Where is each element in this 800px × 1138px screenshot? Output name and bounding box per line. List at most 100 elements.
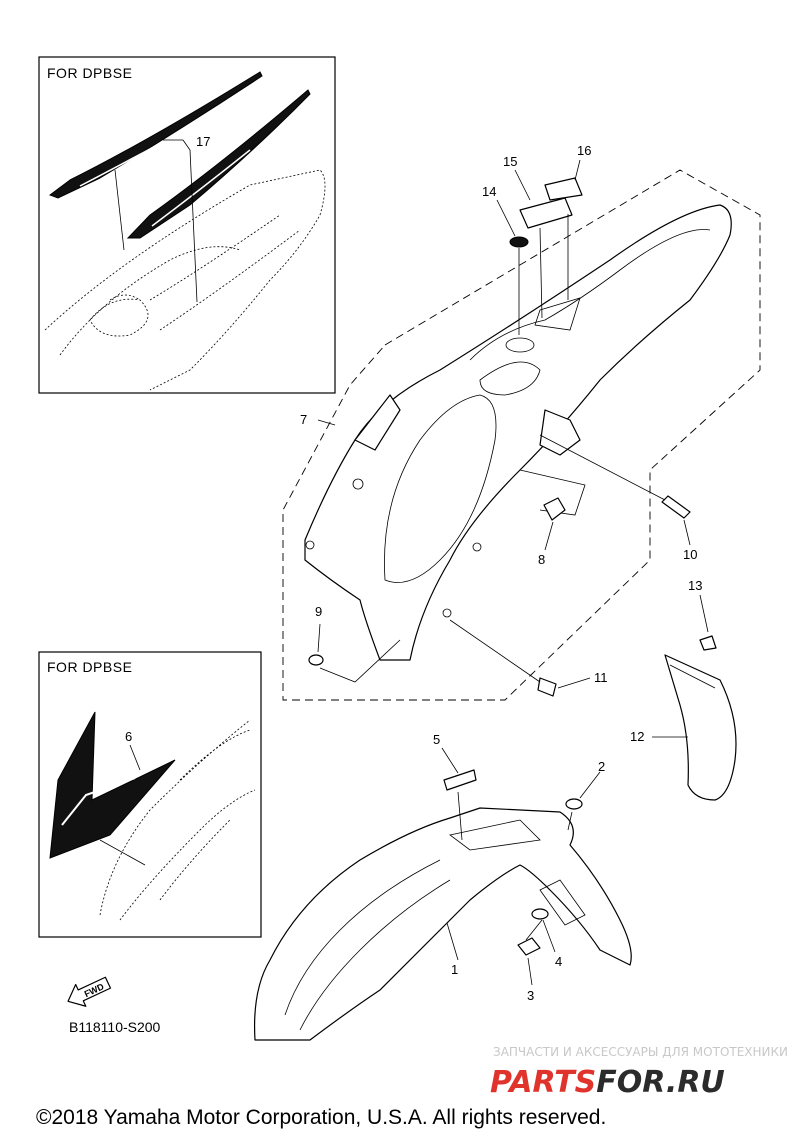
ghost-rear-fender [44, 169, 326, 391]
part-11-bolt: 11 [449, 619, 608, 697]
callout-13: 13 [688, 578, 702, 593]
part-8-nut: 8 [538, 497, 566, 567]
pad-16 [544, 177, 583, 201]
rear-fender-assembly: 7 [282, 169, 761, 701]
inset-title: FOR DPBSE [47, 65, 132, 81]
decal-chevron [49, 711, 176, 859]
callout-11: 11 [594, 670, 608, 685]
front-fender-assembly: 1 [254, 807, 632, 1041]
leader-2 [567, 771, 601, 831]
watermark: ЗАПЧАСТИ И АКСЕССУАРЫ ДЛЯ МОТОТЕХНИКИ PA… [490, 1045, 788, 1100]
watermark-tagline: ЗАПЧАСТИ И АКСЕССУАРЫ ДЛЯ МОТОТЕХНИКИ [493, 1045, 788, 1059]
fender-bracket [539, 409, 581, 456]
fender-rib [299, 879, 451, 1031]
callout-8: 8 [538, 552, 545, 567]
diagram-code: B118110-S200 [69, 1019, 161, 1035]
front-fender-body [254, 807, 632, 1041]
leader-17 [114, 139, 198, 303]
inset-decals-rear: FOR DPBSE 17 [38, 56, 336, 394]
callout-6: 6 [125, 729, 132, 744]
label-icon [443, 769, 477, 791]
part-4-collar: 4 [531, 908, 562, 969]
callout-1: 1 [451, 962, 458, 977]
callout-7: 7 [300, 412, 307, 427]
nut-icon [543, 497, 566, 521]
part-14-emblem: 14 [482, 184, 529, 335]
fwd-arrow-icon [67, 976, 112, 1007]
part-3-bolt: 3 [517, 919, 543, 1003]
callout-3: 3 [527, 988, 534, 1003]
fender-top-edge [469, 229, 711, 361]
collar-icon [308, 654, 324, 666]
callout-17: 17 [196, 134, 210, 149]
rear-fender-body [304, 204, 732, 661]
part-5-label: 5 [433, 732, 477, 841]
screw-icon [699, 635, 717, 651]
mount-hole [472, 542, 482, 552]
part-12-mud-flap: 12 [630, 654, 737, 801]
copyright: ©2018 Yamaha Motor Corporation, U.S.A. A… [36, 1106, 606, 1129]
mount-hole [352, 478, 364, 490]
leader-8 [544, 521, 554, 551]
callout-14: 14 [482, 184, 496, 199]
assembly-boundary [282, 169, 761, 701]
ghost-fender-ribs [149, 214, 301, 331]
callout-12: 12 [630, 729, 644, 744]
fender-tab-left [354, 394, 401, 451]
mud-flap [664, 654, 737, 801]
decal-chevron-stripe [61, 777, 136, 826]
part-10-bolt: 10 [539, 434, 697, 562]
collar-icon [531, 908, 549, 920]
bolt-icon [661, 495, 691, 519]
decal-strip-lower [126, 89, 311, 239]
bolt-icon [537, 677, 557, 697]
callout-10: 10 [683, 547, 697, 562]
leader-3 [527, 957, 533, 986]
leader-9 [317, 623, 401, 683]
leader-13 [699, 594, 709, 633]
leader-15-16 [514, 159, 581, 319]
leader-1 [446, 922, 459, 961]
leader-5 [441, 747, 463, 841]
mount-hole [305, 540, 315, 550]
fender-side-tab [539, 879, 586, 926]
callout-4: 4 [555, 954, 562, 969]
bolt-shank [525, 919, 543, 941]
mud-flap-edge [669, 664, 716, 689]
emblem-icon [509, 236, 529, 248]
fender-rib [284, 859, 441, 1016]
bolt-icon [517, 937, 541, 956]
part-15-16-pads: 15 16 [503, 143, 591, 319]
watermark-logo-for: FOR.RU [596, 1065, 725, 1100]
grommet-icon [565, 798, 583, 810]
inset-title: FOR DPBSE [47, 659, 132, 675]
leader-10 [539, 434, 691, 546]
ghost-front-fender [99, 719, 256, 921]
callout-9: 9 [315, 604, 322, 619]
callout-15: 15 [503, 154, 517, 169]
watermark-logo: PARTSFOR.RU [490, 1065, 725, 1100]
callout-16: 16 [577, 143, 591, 158]
leader-4 [542, 919, 556, 953]
fender-pad [534, 297, 581, 331]
leader-14 [496, 199, 520, 335]
watermark-logo-parts: PARTS [490, 1065, 596, 1100]
pad-15 [519, 197, 573, 229]
decal-stripe-highlight [79, 121, 251, 227]
fender-side-opening [384, 394, 497, 583]
fwd-arrow: FWD [67, 976, 112, 1007]
mount-hole [442, 608, 452, 618]
fender-boss [505, 337, 535, 353]
part-2-grommet: 2 [565, 759, 605, 831]
part-9-collar: 9 [308, 604, 401, 683]
callout-5: 5 [433, 732, 440, 747]
inset-decal-front: FOR DPBSE 6 [38, 651, 262, 938]
leader-7 [317, 419, 336, 426]
callout-2: 2 [598, 759, 605, 774]
leader-11 [449, 619, 591, 689]
fender-recess [479, 361, 541, 396]
fender-mount-plate [449, 819, 541, 851]
part-13-screw: 13 [688, 578, 717, 651]
leader-6 [99, 744, 146, 866]
